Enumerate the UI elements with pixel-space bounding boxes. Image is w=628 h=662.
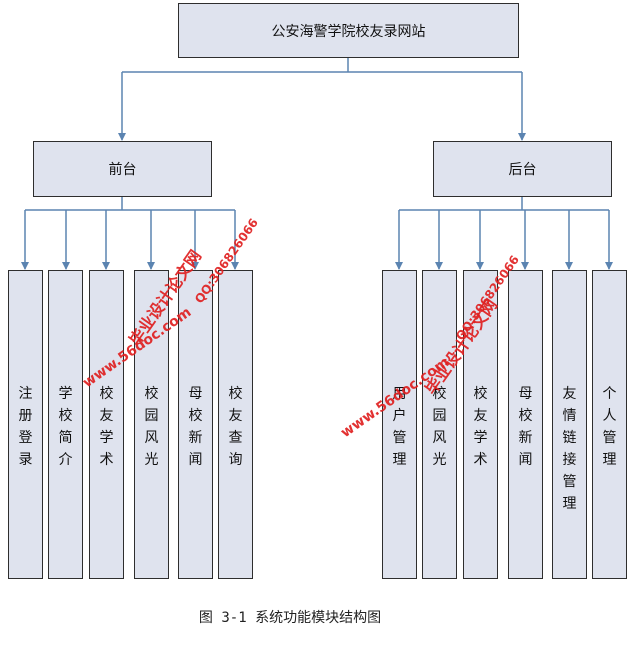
- front-module-2-label: 学校简介: [49, 383, 82, 471]
- label-char: 理: [602, 452, 617, 468]
- back-module-1: 用户管理: [382, 270, 417, 579]
- label-char: 管: [602, 430, 617, 446]
- label-char: 新: [188, 430, 203, 446]
- back-module-6-label: 个人管理: [593, 383, 626, 471]
- label-char: 校: [432, 386, 447, 402]
- label-char: 管: [392, 430, 407, 446]
- label-char: 校: [144, 386, 159, 402]
- label-char: 用: [392, 386, 407, 402]
- label-char: 母: [518, 386, 533, 402]
- label-char: 接: [562, 452, 577, 468]
- label-char: 户: [392, 408, 407, 424]
- label-char: 校: [473, 386, 488, 402]
- front-module-5: 母校新闻: [178, 270, 213, 579]
- back-module-4: 母校新闻: [508, 270, 543, 579]
- label-char: 学: [473, 430, 488, 446]
- label-char: 个: [602, 386, 617, 402]
- label-char: 学: [58, 386, 73, 402]
- back-module-5-label: 友情链接管理: [553, 383, 586, 515]
- front-module-3-label: 校友学术: [90, 383, 123, 471]
- front-module-4-label: 校园风光: [135, 383, 168, 471]
- root-node: 公安海警学院校友录网站: [178, 3, 519, 58]
- label-char: 闻: [188, 452, 203, 468]
- front-module-5-label: 母校新闻: [179, 383, 212, 471]
- back-module-2: 校园风光: [422, 270, 457, 579]
- back-module-1-label: 用户管理: [383, 383, 416, 471]
- label-char: 情: [562, 408, 577, 424]
- label-char: 校: [518, 408, 533, 424]
- label-char: 友: [228, 408, 243, 424]
- label-char: 链: [562, 430, 577, 446]
- label-char: 友: [473, 408, 488, 424]
- label-char: 查: [228, 430, 243, 446]
- back-module-4-label: 母校新闻: [509, 383, 542, 471]
- label-char: 管: [562, 474, 577, 490]
- label-char: 理: [392, 452, 407, 468]
- label-char: 风: [144, 430, 159, 446]
- back-node-label: 后台: [508, 162, 537, 178]
- front-module-1-label: 注册登录: [9, 383, 42, 471]
- label-char: 录: [18, 452, 33, 468]
- label-char: 新: [518, 430, 533, 446]
- label-char: 介: [58, 452, 73, 468]
- label-char: 注: [18, 386, 33, 402]
- label-char: 人: [602, 408, 617, 424]
- label-char: 询: [228, 452, 243, 468]
- label-char: 登: [18, 430, 33, 446]
- label-char: 光: [432, 452, 447, 468]
- label-char: 闻: [518, 452, 533, 468]
- back-node: 后台: [433, 141, 612, 197]
- front-module-2: 学校简介: [48, 270, 83, 579]
- label-char: 母: [188, 386, 203, 402]
- label-char: 理: [562, 496, 577, 512]
- front-module-6-label: 校友查询: [219, 383, 252, 471]
- label-char: 校: [188, 408, 203, 424]
- figure-caption: 图 3-1 系统功能模块结构图: [198, 610, 382, 626]
- label-char: 校: [58, 408, 73, 424]
- front-node: 前台: [33, 141, 212, 197]
- label-char: 光: [144, 452, 159, 468]
- label-char: 术: [473, 452, 488, 468]
- front-module-3: 校友学术: [89, 270, 124, 579]
- back-module-2-label: 校园风光: [423, 383, 456, 471]
- back-module-5: 友情链接管理: [552, 270, 587, 579]
- label-char: 册: [18, 408, 33, 424]
- label-char: 术: [99, 452, 114, 468]
- front-module-4: 校园风光: [134, 270, 169, 579]
- back-module-3-label: 校友学术: [464, 383, 497, 471]
- label-char: 简: [58, 430, 73, 446]
- label-char: 校: [228, 386, 243, 402]
- front-module-1: 注册登录: [8, 270, 43, 579]
- back-module-3: 校友学术: [463, 270, 498, 579]
- label-char: 学: [99, 430, 114, 446]
- label-char: 园: [432, 408, 447, 424]
- front-node-label: 前台: [108, 162, 137, 178]
- root-node-label: 公安海警学院校友录网站: [271, 23, 426, 40]
- label-char: 风: [432, 430, 447, 446]
- label-char: 友: [99, 408, 114, 424]
- front-module-6: 校友查询: [218, 270, 253, 579]
- back-module-6: 个人管理: [592, 270, 627, 579]
- label-char: 校: [99, 386, 114, 402]
- label-char: 园: [144, 408, 159, 424]
- label-char: 友: [562, 386, 577, 402]
